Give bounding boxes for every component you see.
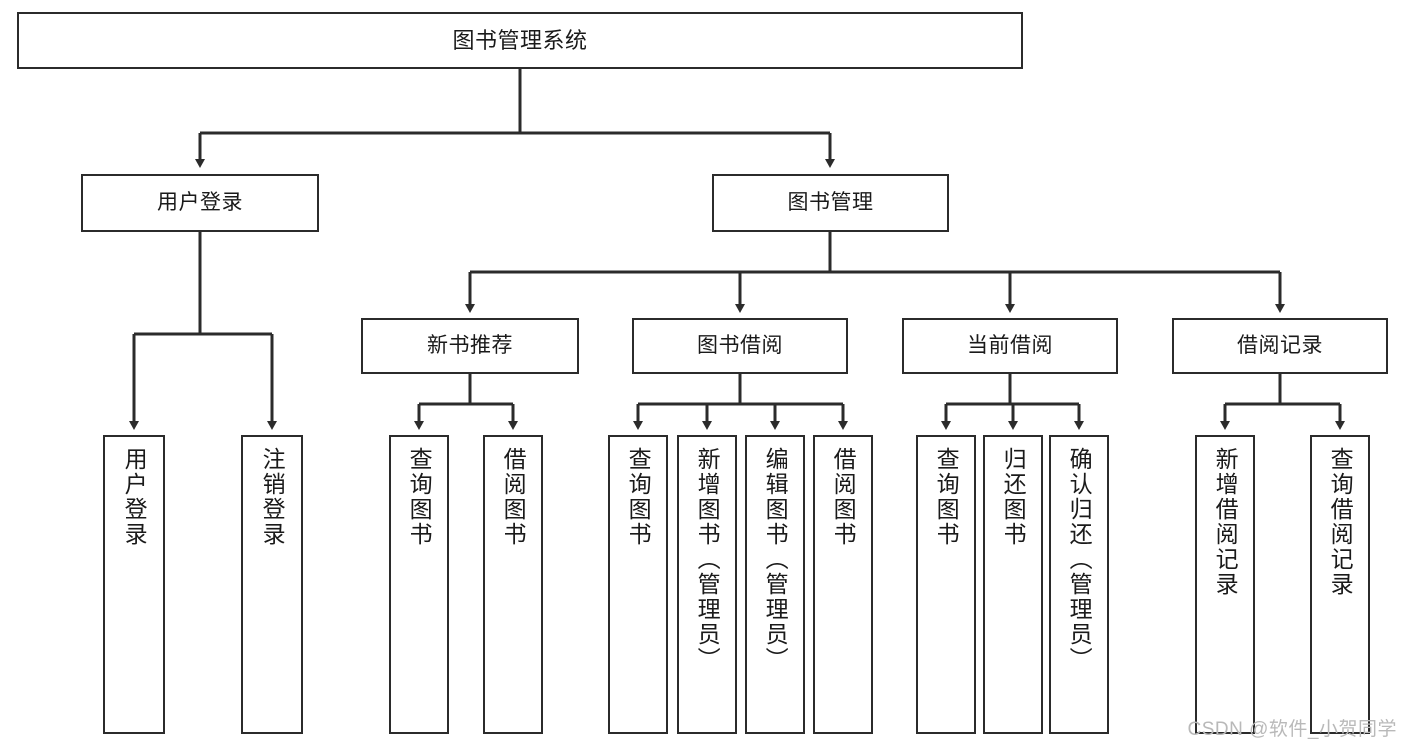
node-label: 查询图书 [406, 447, 433, 547]
node-label: 图书管理系统 [452, 27, 588, 53]
node-label: 注销登录 [259, 447, 286, 547]
node-root-system[interactable]: 图书管理系统 [17, 12, 1023, 69]
node-leaf-borrow-book-2[interactable]: 借阅图书 [813, 435, 873, 734]
node-label: 查询借阅记录 [1327, 447, 1354, 597]
node-label: 编辑图书（管理员） [762, 447, 789, 672]
node-leaf-confirm-return[interactable]: 确认归还（管理员） [1049, 435, 1109, 734]
node-label: 用户登录 [157, 190, 243, 214]
node-label: 借阅图书 [500, 447, 527, 547]
node-label: 当前借阅 [967, 333, 1053, 357]
node-leaf-query-book-3[interactable]: 查询图书 [916, 435, 976, 734]
node-label: 新书推荐 [427, 333, 513, 357]
node-leaf-user-logout[interactable]: 注销登录 [241, 435, 303, 734]
node-leaf-borrow-book-1[interactable]: 借阅图书 [483, 435, 543, 734]
node-leaf-add-book[interactable]: 新增图书（管理员） [677, 435, 737, 734]
node-label: 图书管理 [787, 190, 874, 214]
node-label: 归还图书 [1000, 447, 1027, 547]
node-leaf-edit-book[interactable]: 编辑图书（管理员） [745, 435, 805, 734]
node-book-manage[interactable]: 图书管理 [712, 174, 949, 232]
node-label: 新增图书（管理员） [694, 447, 721, 672]
node-leaf-return-book[interactable]: 归还图书 [983, 435, 1043, 734]
node-label: 新增借阅记录 [1212, 447, 1239, 597]
node-leaf-query-book-1[interactable]: 查询图书 [389, 435, 449, 734]
node-label: 借阅记录 [1237, 333, 1323, 357]
node-book-borrow[interactable]: 图书借阅 [632, 318, 848, 374]
node-label: 图书借阅 [697, 333, 783, 357]
node-leaf-query-book-2[interactable]: 查询图书 [608, 435, 668, 734]
node-new-book-recommend[interactable]: 新书推荐 [361, 318, 579, 374]
node-label: 借阅图书 [830, 447, 857, 547]
node-borrow-record[interactable]: 借阅记录 [1172, 318, 1388, 374]
node-current-borrow[interactable]: 当前借阅 [902, 318, 1118, 374]
node-label: 确认归还（管理员） [1066, 447, 1093, 672]
node-user-login[interactable]: 用户登录 [81, 174, 319, 232]
node-label: 查询图书 [933, 447, 960, 547]
node-label: 用户登录 [121, 447, 148, 547]
node-leaf-user-login[interactable]: 用户登录 [103, 435, 165, 734]
node-label: 查询图书 [625, 447, 652, 547]
node-leaf-query-borrow-record[interactable]: 查询借阅记录 [1310, 435, 1370, 734]
csdn-watermark: CSDN @软件_小贺同学 [1187, 719, 1397, 740]
node-leaf-add-borrow-record[interactable]: 新增借阅记录 [1195, 435, 1255, 734]
